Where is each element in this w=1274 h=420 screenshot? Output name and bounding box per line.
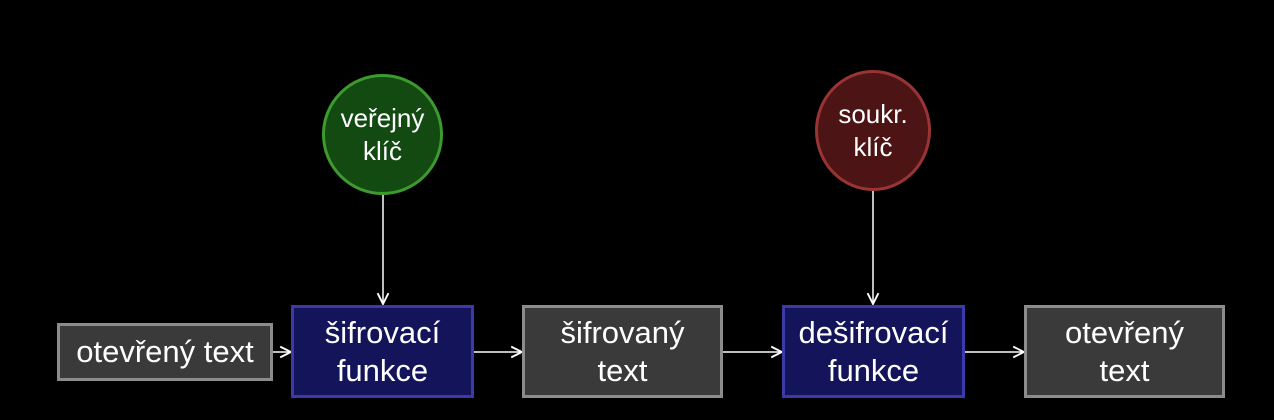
- encryption-function-box: šifrovací funkce: [291, 305, 474, 398]
- ciphertext-label: šifrovaný text: [560, 315, 685, 388]
- plaintext-input-label: otevřený text: [76, 334, 254, 370]
- public-key-circle: veřejný klíč: [322, 74, 443, 195]
- private-key-circle: soukr. klíč: [815, 70, 931, 191]
- encryption-function-label: šifrovací funkce: [324, 315, 441, 388]
- plaintext-input-box: otevřený text: [57, 323, 273, 381]
- ciphertext-box: šifrovaný text: [522, 305, 723, 398]
- plaintext-output-label: otevřený text: [1065, 315, 1184, 388]
- private-key-label: soukr. klíč: [838, 99, 908, 162]
- decryption-function-label: dešifrovací funkce: [798, 315, 949, 388]
- plaintext-output-box: otevřený text: [1024, 305, 1225, 398]
- public-key-label: veřejný klíč: [340, 103, 425, 166]
- decryption-function-box: dešifrovací funkce: [782, 305, 965, 398]
